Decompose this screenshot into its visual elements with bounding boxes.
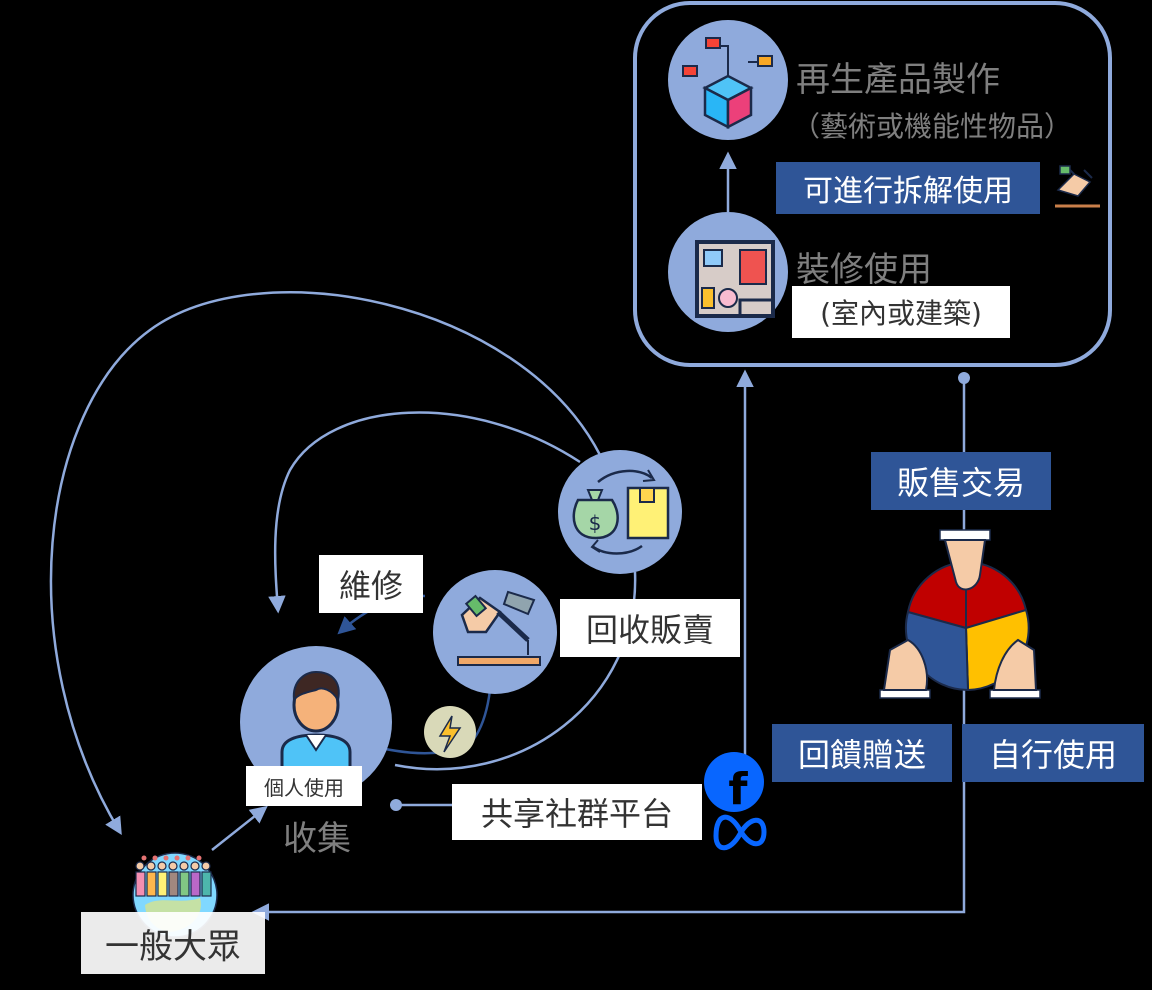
resale-label: 回收販賣 — [560, 599, 740, 657]
collect-label: 收集 — [283, 818, 351, 859]
renovation-node — [668, 212, 788, 332]
tools-hand-icon — [1055, 165, 1100, 208]
renovation-title: 裝修使用 — [796, 249, 932, 290]
reuse-container — [633, 1, 1112, 367]
facebook-icon[interactable]: f — [704, 752, 764, 815]
sales-trade-label: 販售交易 — [871, 452, 1051, 510]
person-icon — [280, 670, 352, 777]
recycled-product-node — [668, 20, 788, 140]
general-public-label: 一般大眾 — [81, 912, 265, 974]
svg-text:f: f — [728, 764, 748, 815]
collect-node — [240, 646, 392, 798]
repair-label: 維修 — [319, 555, 423, 613]
disassemble-label: 可進行拆解使用 — [776, 162, 1040, 214]
meta-icon[interactable] — [713, 814, 767, 851]
lightning-icon — [438, 715, 462, 753]
recycled-product-subtitle: （藝術或機能性物品） — [792, 110, 1073, 143]
hands-pie-icon — [879, 529, 1041, 699]
social-platform-label[interactable]: 共享社群平台 — [452, 784, 702, 840]
renovation-subtitle: (室內或建築) — [792, 286, 1010, 338]
resale-node: $ — [558, 450, 682, 574]
floor-plan-icon — [695, 240, 775, 318]
connector-dot — [390, 799, 402, 811]
recycled-product-title: 再生產品製作 — [796, 59, 1000, 100]
repair-node — [433, 570, 557, 694]
feedback-gift-label: 回饋贈送 — [772, 724, 952, 782]
energy-node — [424, 706, 476, 758]
money-bag-exchange-box-icon: $ — [572, 469, 670, 555]
hand-hammer-icon — [457, 590, 541, 666]
personal-use-label: 個人使用 — [246, 766, 362, 806]
self-use-label: 自行使用 — [962, 724, 1144, 782]
3d-printer-box-icon — [682, 37, 773, 130]
svg-text:$: $ — [589, 511, 602, 535]
connector-dot — [958, 372, 970, 384]
